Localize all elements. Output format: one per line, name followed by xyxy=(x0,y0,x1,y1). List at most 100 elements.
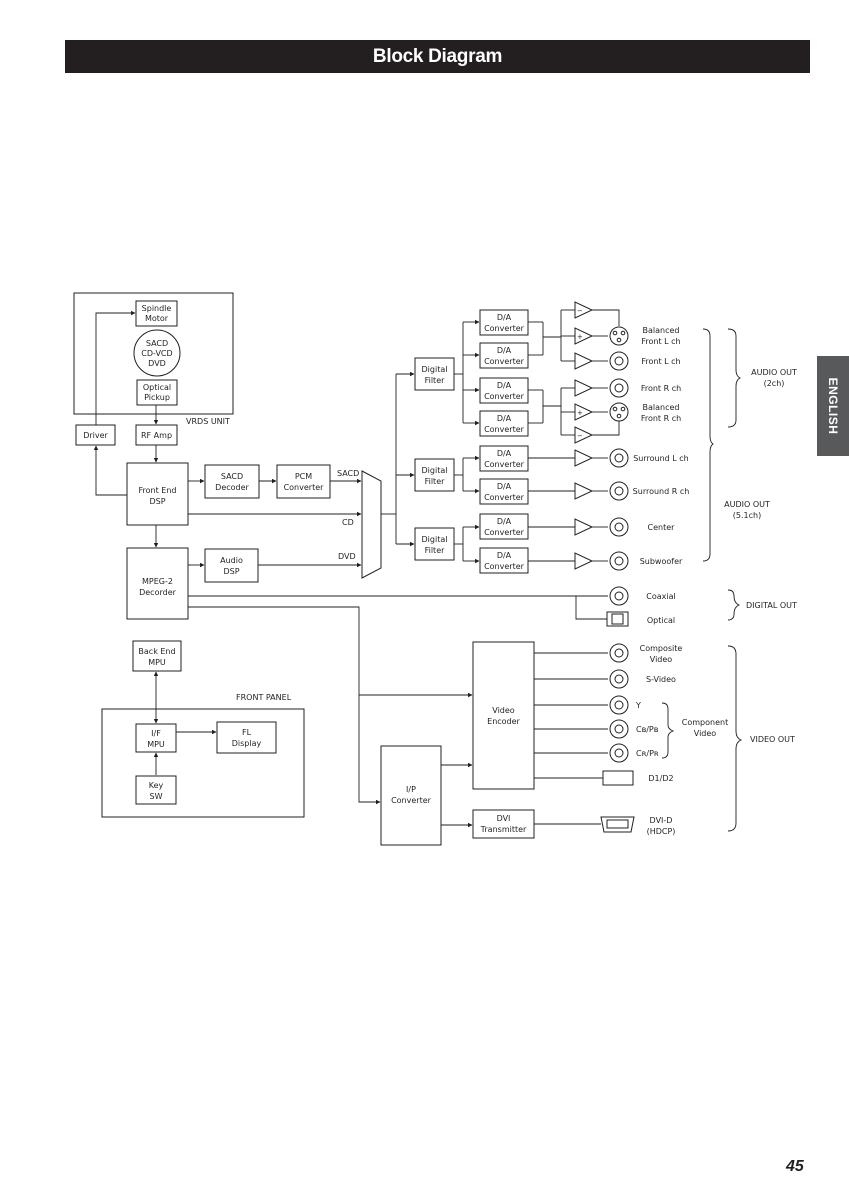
balanced-front-r-label-2: Front R ch xyxy=(641,414,681,423)
spindle-motor-label-1: Spindle xyxy=(142,304,172,313)
spindle-motor-block xyxy=(135,300,178,327)
audio-out-51ch-label-2: (5.1ch) xyxy=(733,511,761,520)
mpeg2-decoder-label-1: MPEG-2 xyxy=(142,577,173,586)
dvi-d-label-1: DVI-D xyxy=(650,816,673,825)
fl-display-block xyxy=(216,721,277,754)
back-end-mpu-label-1: Back End xyxy=(138,647,175,656)
dvi-transmitter-label-2: Transmitter xyxy=(480,825,527,834)
rf-amp-label: RF Amp xyxy=(141,431,172,440)
amp-fl-plus-sign: + xyxy=(577,333,583,341)
da5-label-1: D/A xyxy=(497,449,512,458)
amp-sl-icon xyxy=(574,449,594,467)
pcm-converter-block xyxy=(276,464,331,499)
d1-d2-label: D1/D2 xyxy=(648,774,673,783)
coaxial-label: Coaxial xyxy=(646,592,675,601)
amp-fr-minus-icon xyxy=(574,426,594,444)
da6-label-1: D/A xyxy=(497,482,512,491)
source-selector xyxy=(361,470,382,579)
video-out-label: VIDEO OUT xyxy=(750,735,795,744)
fl-display-label-1: FL xyxy=(242,728,252,737)
d-terminal-icon xyxy=(602,770,634,786)
audio-dsp-block xyxy=(204,548,259,583)
amp-fl-icon xyxy=(574,352,594,370)
da4-label-1: D/A xyxy=(497,414,512,423)
rca-surround-r-icon xyxy=(609,481,629,501)
composite-video-label-2: Video xyxy=(650,655,673,664)
brace-component-video xyxy=(661,702,675,759)
rca-cb-icon xyxy=(609,719,629,739)
key-sw-label-2: SW xyxy=(150,792,163,801)
sacd-decoder-label-1: SACD xyxy=(221,472,243,481)
amp-fr-plus-sign: + xyxy=(577,409,583,417)
digital-filter-3-label-2: Filter xyxy=(425,546,446,555)
key-sw-label-1: Key xyxy=(149,781,164,790)
subwoofer-label: Subwoofer xyxy=(640,557,683,566)
back-end-mpu-block xyxy=(132,640,182,672)
page-title: Block Diagram xyxy=(65,40,810,73)
amp-fr-minus-to-xlr-line xyxy=(592,421,620,436)
front-end-dsp-label-2: DSP xyxy=(149,497,165,506)
optical-port-icon xyxy=(606,611,629,627)
rca-y-icon xyxy=(609,695,629,715)
disc-label-2: CD-VCD xyxy=(141,349,172,358)
component-video-label-1: Component xyxy=(682,718,728,727)
xlr-front-r-icon xyxy=(609,402,629,422)
driver-to-spindle-line xyxy=(95,310,136,425)
da3-label-1: D/A xyxy=(497,381,512,390)
balanced-front-l-label-2: Front L ch xyxy=(641,337,680,346)
ip-converter-block xyxy=(380,745,442,846)
digital-filter-3 xyxy=(414,527,455,561)
da2-label-1: D/A xyxy=(497,346,512,355)
rca-coaxial-icon xyxy=(609,586,629,606)
video-encoder-block xyxy=(472,641,535,790)
language-tab: ENGLISH xyxy=(817,356,849,456)
front-l-label: Front L ch xyxy=(641,357,680,366)
audio-dsp-label-2: DSP xyxy=(223,567,239,576)
rca-composite-icon xyxy=(609,643,629,663)
xlr-front-l-icon xyxy=(609,326,629,346)
cd-signal-label: CD xyxy=(342,518,354,527)
spindle-motor-label-2: Motor xyxy=(145,314,169,323)
disc-icon xyxy=(133,329,181,377)
amp-fr-minus-sign: − xyxy=(577,432,583,440)
da6-label-2: Converter xyxy=(484,493,525,502)
da-converter-6: D/A Converter xyxy=(479,478,529,505)
brace-digital-out xyxy=(727,589,741,621)
amp-fl-minus-icon xyxy=(574,301,594,319)
dvd-signal-label: DVD xyxy=(338,552,356,561)
disc-label-3: DVD xyxy=(148,359,166,368)
ip-converter-label-2: Converter xyxy=(391,796,432,805)
rca-front-r-icon xyxy=(609,378,629,398)
rca-surround-l-icon xyxy=(609,448,629,468)
surround-l-label: Surround L ch xyxy=(633,454,689,463)
sacd-signal-label: SACD xyxy=(337,469,359,478)
front-end-dsp-block xyxy=(126,462,189,526)
dvi-transmitter-label-1: DVI xyxy=(497,814,511,823)
page-number: 45 xyxy=(786,1158,804,1175)
disc-label-1: SACD xyxy=(146,339,168,348)
video-encoder-label-1: Video xyxy=(492,706,515,715)
amp-center-icon xyxy=(574,518,594,536)
amp-fl-minus-sign: − xyxy=(577,307,583,315)
front-end-dsp-label-1: Front End xyxy=(139,486,177,495)
rca-subwoofer-icon xyxy=(609,551,629,571)
s-video-jack-icon xyxy=(609,669,629,689)
da5-label-2: Converter xyxy=(484,460,525,469)
pcm-converter-label-1: PCM xyxy=(295,472,312,481)
dvi-connector-inner xyxy=(606,819,629,829)
sacd-decoder-block xyxy=(204,464,260,499)
rca-cr-icon xyxy=(609,743,629,763)
audio-dsp-label-1: Audio xyxy=(220,556,243,565)
ip-converter-label-1: I/P xyxy=(406,785,416,794)
amp-fr-plus-icon xyxy=(574,403,594,421)
dvi-transmitter-block xyxy=(472,809,535,839)
optical-pickup-label-2: Pickup xyxy=(144,393,170,402)
s-video-label: S-Video xyxy=(646,675,676,684)
da7-label-1: D/A xyxy=(497,517,512,526)
audio-out-2ch-label-2: (2ch) xyxy=(764,379,785,388)
composite-video-label-1: Composite xyxy=(640,644,683,653)
